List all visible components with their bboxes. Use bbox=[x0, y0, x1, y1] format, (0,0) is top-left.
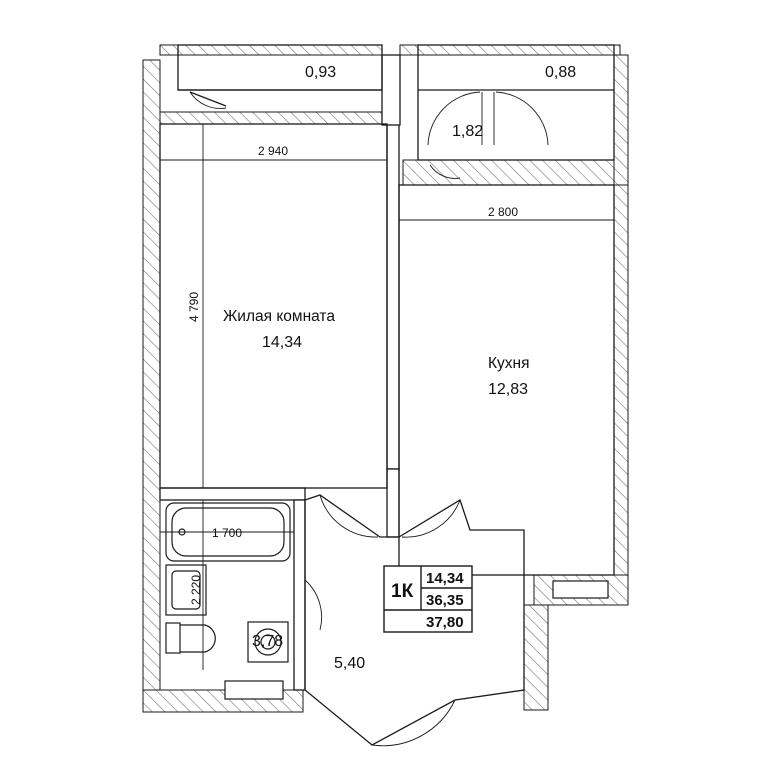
apartment-summary: 1К 14,34 36,35 37,80 bbox=[383, 565, 473, 633]
apartment-type: 1К bbox=[391, 581, 414, 602]
hall-area: 5,40 bbox=[334, 655, 365, 672]
summary-total-area: 36,35 bbox=[426, 592, 464, 609]
summary-total-with-balcony: 37,80 bbox=[426, 614, 464, 631]
living-width-dim: 2 940 bbox=[258, 144, 288, 158]
balcony-right-area: 0,88 bbox=[545, 64, 576, 81]
toilet bbox=[165, 622, 216, 654]
loggia-area: 1,82 bbox=[452, 123, 483, 140]
room-outlines bbox=[159, 123, 615, 746]
living-room-name: Жилая комната bbox=[223, 308, 335, 325]
summary-living-area: 14,34 bbox=[426, 570, 464, 587]
windows bbox=[224, 580, 609, 700]
kitchen-name: Кухня bbox=[488, 355, 529, 372]
sink bbox=[165, 564, 207, 616]
dimension-lines bbox=[159, 123, 615, 670]
living-length-dim: 4 790 bbox=[187, 292, 201, 322]
balcony-left bbox=[177, 44, 383, 109]
balcony-left-area: 0,93 bbox=[305, 64, 336, 81]
bath-length-dim: 2 220 bbox=[189, 575, 203, 605]
kitchen-area: 12,83 bbox=[488, 381, 528, 398]
washing-machine bbox=[247, 621, 289, 663]
living-room-area: 14,34 bbox=[262, 334, 302, 351]
balcony-right bbox=[417, 44, 615, 179]
bath-width-dim: 1 700 bbox=[212, 526, 242, 540]
kitchen-width-dim: 2 800 bbox=[488, 205, 518, 219]
bathroom-area: 3,78 bbox=[252, 633, 283, 650]
hall-doors bbox=[304, 494, 461, 747]
